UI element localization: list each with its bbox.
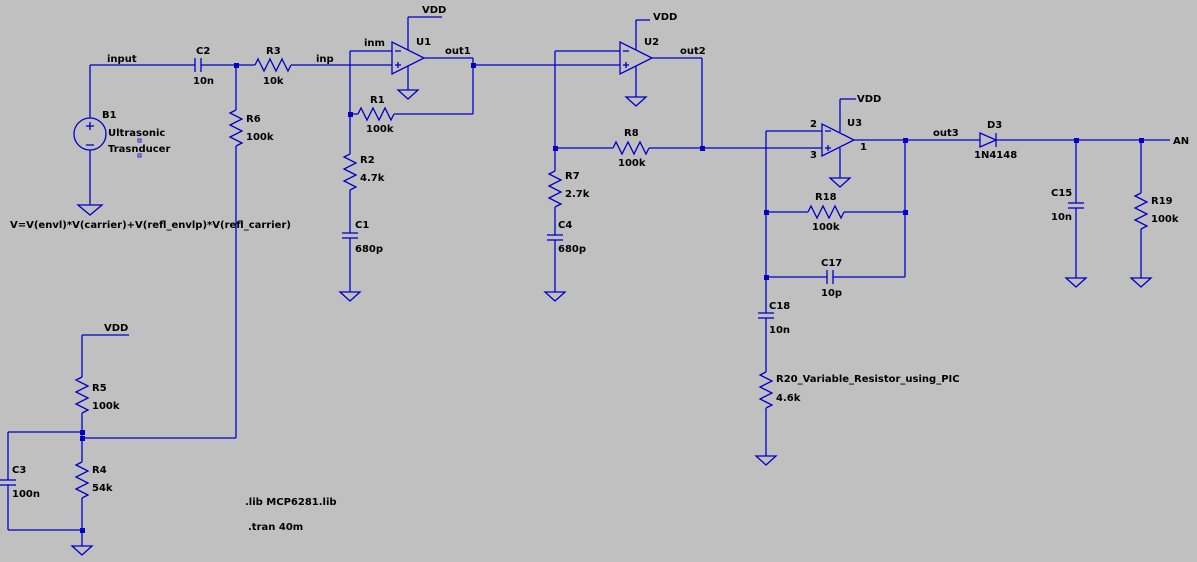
r1-name: R1: [370, 95, 385, 106]
r3-value: 10k: [263, 76, 284, 87]
capacitor-c4[interactable]: C4 680p: [543, 220, 586, 302]
u3-pin-out: 1: [860, 142, 867, 153]
capacitor-c18[interactable]: C18 10n: [758, 301, 790, 372]
opamp-u3[interactable]: U3 VDD 2 3 1: [702, 94, 980, 313]
r4-name: R4: [92, 465, 107, 476]
u2-vdd-label: VDD: [653, 12, 677, 23]
directive-tran[interactable]: .tran 40m: [248, 522, 303, 533]
u3-pin-noninv: 3: [810, 150, 817, 161]
net-label-inp: inp: [316, 54, 334, 65]
resistor-r20[interactable]: R20_Variable_Resistor_using_PIC 4.6k: [754, 371, 960, 466]
net-label-an: AN: [1173, 136, 1189, 147]
c15-name: C15: [1051, 188, 1072, 199]
c15-value: 10n: [1051, 212, 1072, 223]
c18-name: C18: [769, 301, 790, 312]
net-label-inm: inm: [364, 38, 385, 49]
source-b1[interactable]: B1 Ultrasonic Trasnducer V=V(envl)*V(car…: [10, 64, 291, 231]
resistor-r18[interactable]: R18 100k: [766, 192, 905, 233]
c17-name: C17: [821, 258, 842, 269]
r5-value: 100k: [92, 401, 120, 412]
c1-value: 680p: [355, 244, 383, 255]
c3-value: 100n: [12, 489, 40, 500]
resistor-r7[interactable]: R7 2.7k: [547, 170, 590, 235]
resistor-r19[interactable]: R19 100k: [1129, 140, 1179, 288]
resistor-r4[interactable]: R4 54k: [70, 461, 113, 556]
b1-label-line1: Ultrasonic: [108, 128, 165, 139]
opamp-u2[interactable]: U2 VDD: [473, 12, 703, 171]
u3-name: U3: [847, 118, 862, 129]
r4-value: 54k: [92, 483, 113, 494]
c1-name: C1: [355, 220, 369, 231]
u3-vdd-label: VDD: [857, 94, 881, 105]
r18-value: 100k: [812, 222, 840, 233]
capacitor-c3[interactable]: C3 100n: [0, 431, 82, 531]
junction-dot: [80, 436, 85, 441]
d3-name: D3: [987, 120, 1002, 131]
b1-label-line2: Trasnducer: [108, 144, 170, 155]
net-label-out1: out1: [445, 46, 471, 57]
net-label-out2: out2: [680, 46, 706, 57]
capacitor-c1[interactable]: C1 680p: [338, 220, 383, 302]
b1-name: B1: [102, 110, 117, 121]
c2-value: 10n: [193, 76, 214, 87]
r8-value: 100k: [618, 158, 646, 169]
r20-value: 4.6k: [776, 393, 801, 404]
r18-name: R18: [815, 192, 837, 203]
resistor-r2[interactable]: R2 4.7k: [342, 153, 385, 233]
u1-vdd-label: VDD: [422, 5, 446, 16]
c17-value: 10p: [821, 288, 842, 299]
junction-dot: [903, 210, 908, 215]
c4-value: 680p: [558, 244, 586, 255]
resistor-r6[interactable]: R6 100k: [82, 65, 274, 439]
r7-name: R7: [565, 171, 580, 182]
r1-value: 100k: [366, 124, 394, 135]
resistor-r8[interactable]: R8 100k: [555, 128, 702, 169]
r2-name: R2: [360, 155, 375, 166]
c4-name: C4: [558, 220, 572, 231]
junction-dot: [80, 528, 85, 533]
r6-value: 100k: [246, 132, 274, 143]
junction-dot: [80, 430, 85, 435]
resistor-r1[interactable]: R1 100k: [350, 95, 473, 135]
r8-name: R8: [624, 128, 639, 139]
capacitor-c15[interactable]: C15 10n: [1051, 140, 1088, 288]
r19-name: R19: [1151, 196, 1173, 207]
d3-value: 1N4148: [974, 150, 1017, 161]
u2-name: U2: [644, 37, 659, 48]
capacitor-c17[interactable]: C17 10p: [766, 258, 905, 299]
resistor-r5[interactable]: VDD R5 100k: [74, 323, 129, 462]
junction-dot: [903, 138, 908, 143]
bias-vdd-label: VDD: [104, 323, 128, 334]
r6-name: R6: [246, 114, 261, 125]
r20-name: R20_Variable_Resistor_using_PIC: [776, 374, 960, 385]
c2-name: C2: [196, 46, 210, 57]
u1-name: U1: [416, 37, 431, 48]
r3-name: R3: [266, 46, 281, 57]
c3-name: C3: [12, 465, 26, 476]
r19-value: 100k: [1151, 214, 1179, 225]
b1-expression: V=V(envl)*V(carrier)+V(refl_envlp)*V(ref…: [10, 220, 291, 231]
resistor-r3[interactable]: R3 10k: [254, 46, 392, 87]
u3-pin-inv: 2: [810, 119, 817, 130]
r7-value: 2.7k: [565, 189, 590, 200]
r5-name: R5: [92, 383, 107, 394]
directive-lib[interactable]: .lib MCP6281.lib: [245, 497, 337, 508]
net-label-input: input: [107, 54, 137, 65]
c18-value: 10n: [769, 325, 790, 336]
capacitor-c2[interactable]: C2 10n: [193, 46, 255, 87]
net-label-out3: out3: [933, 128, 959, 139]
r2-value: 4.7k: [360, 173, 385, 184]
